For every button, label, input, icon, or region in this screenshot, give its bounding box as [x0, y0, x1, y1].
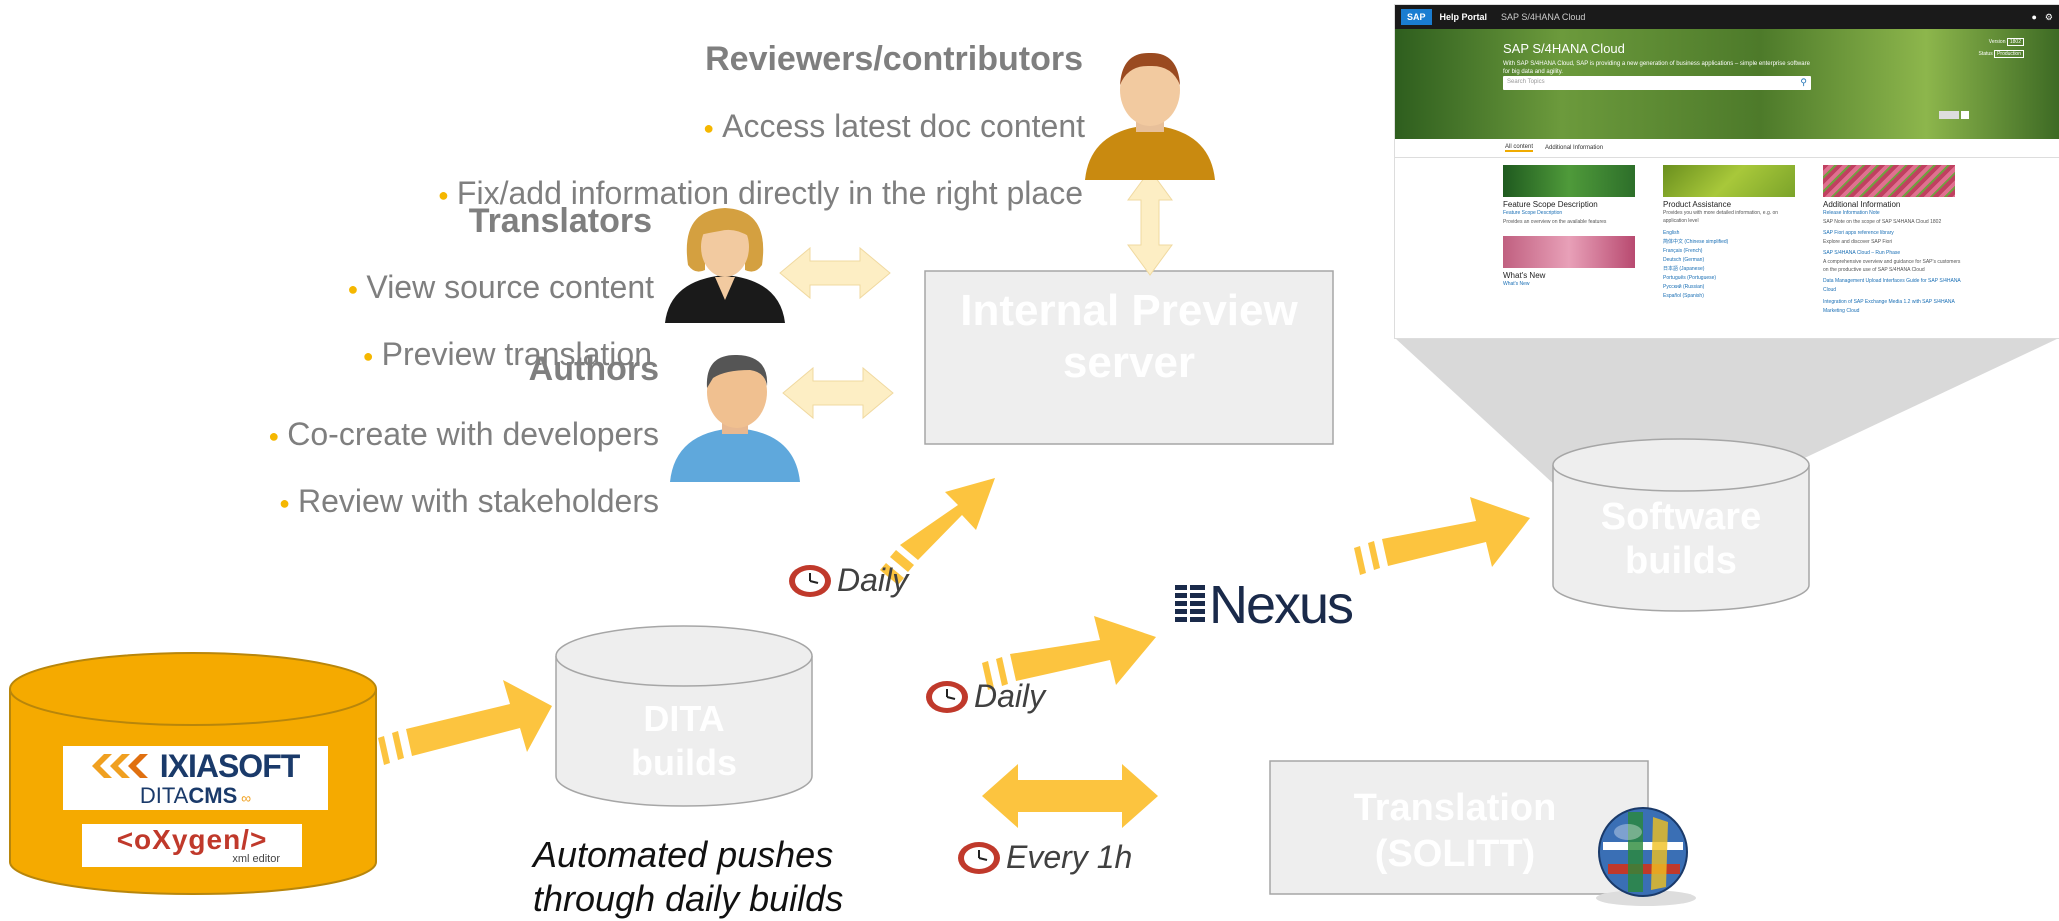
card-heading: Additional Information	[1823, 200, 1901, 209]
dita-to-preview-arrow	[880, 478, 995, 585]
language-link[interactable]: 简体中文 (Chinese simplified)	[1663, 239, 1729, 245]
card-link[interactable]: SAP S/4HANA Cloud – Run Phase	[1823, 250, 1901, 256]
nexus-stack-icon	[1175, 585, 1205, 622]
translation-label: Translation (SOLITT)	[1353, 787, 1557, 875]
card-description: SAP Note on the scope of SAP S/4HANA Clo…	[1823, 219, 1942, 225]
language-link[interactable]: 日本語 (Japanese)	[1663, 266, 1705, 272]
help-portal-nav-title[interactable]: Help Portal	[1439, 12, 1488, 22]
language-link[interactable]: Português (Portuguese)	[1663, 275, 1717, 281]
card-description: Provides an overview on the available fe…	[1503, 219, 1607, 225]
card-description: A comprehensive overview and guidance fo…	[1823, 259, 1961, 273]
authors-bullet: ●Co-create with developers	[268, 416, 659, 452]
translator-preview-double-arrow	[779, 246, 891, 300]
authors-bullet: ●Review with stakeholders	[279, 483, 659, 519]
language-link[interactable]: Français (French)	[1663, 248, 1703, 254]
sap-logo: SAP	[1401, 9, 1432, 25]
hero-text: With SAP S/4HANA Cloud, SAP is providing…	[1503, 61, 1810, 75]
filter-icon[interactable]	[1961, 111, 1969, 119]
clock-icon	[958, 841, 1000, 874]
reviewer-preview-double-arrow	[1127, 169, 1173, 276]
repo-to-dita-arrow	[378, 680, 552, 765]
card-image-blossom	[1503, 236, 1635, 268]
card-image-leaves	[1663, 165, 1795, 197]
card-subheading: What's New	[1503, 271, 1546, 280]
card-heading: Product Assistance	[1663, 200, 1732, 209]
ixiasoft-mark-icon	[91, 754, 148, 778]
card-link[interactable]: Integration of SAP Exchange Media 1.2 wi…	[1823, 299, 1955, 314]
author-preview-double-arrow	[782, 366, 894, 420]
settings-icon[interactable]: ⚙	[2044, 11, 2053, 22]
view-toggle[interactable]	[1939, 111, 1959, 119]
translation-box	[1269, 760, 1649, 895]
tab-all-content[interactable]: All content	[1505, 144, 1534, 152]
reviewers-bullet: ●Fix/add information directly in the rig…	[438, 175, 1083, 211]
help-portal-hero: SAP S/4HANA Cloud With SAP S/4HANA Cloud…	[1395, 29, 2059, 139]
clock-icon	[926, 680, 968, 713]
preview-server-label: Internal Preview server	[960, 286, 1298, 387]
card-feature-scope: Feature Scope Description Feature Scope …	[1503, 165, 1643, 289]
card-link[interactable]: What's New	[1503, 281, 1530, 287]
author-avatar-icon	[670, 354, 800, 482]
daily-preview-label: Daily	[787, 562, 908, 599]
search-input[interactable]: Search Topics ⚲	[1503, 76, 1811, 90]
help-portal-topbar: SAP Help Portal SAP S/4HANA Cloud ● ⚙	[1395, 5, 2059, 29]
ixiasoft-logo: IXIASOFT DITACMS ∞	[63, 746, 328, 810]
help-portal-nav-product[interactable]: SAP S/4HANA Cloud	[1501, 12, 1586, 22]
language-link[interactable]: Deutsch (German)	[1663, 257, 1705, 263]
language-link[interactable]: Русский (Russian)	[1663, 284, 1705, 290]
preview-server-box	[924, 270, 1334, 445]
nexus-to-software-arrow	[1354, 497, 1530, 575]
language-link[interactable]: Español (Spanish)	[1663, 293, 1704, 299]
card-description: Explore and discover SAP Fiori	[1823, 239, 1893, 245]
card-heading: Feature Scope Description	[1503, 200, 1598, 209]
authors-heading: Authors	[528, 350, 659, 388]
software-builds-cylinder	[1552, 438, 1810, 612]
card-link[interactable]: Feature Scope Description	[1503, 210, 1563, 216]
translators-bullet: ●View source content	[347, 269, 654, 305]
dita-builds-cylinder	[555, 625, 813, 807]
software-builds-label: Software builds	[1600, 496, 1762, 582]
card-link[interactable]: Release Information Note	[1823, 210, 1880, 216]
card-link[interactable]: Data Management Upload Interfaces Guide …	[1823, 278, 1961, 293]
card-additional-information: Additional Information Release Informati…	[1823, 165, 1963, 316]
language-link[interactable]: English	[1663, 230, 1680, 236]
user-icon[interactable]: ●	[2031, 12, 2037, 22]
reviewers-heading: Reviewers/contributors	[705, 40, 1083, 78]
translators-heading: Translators	[468, 202, 652, 240]
clock-icon	[789, 564, 831, 597]
card-image-pattern	[1823, 165, 1955, 197]
reviewers-bullet: ●Access latest doc content	[703, 108, 1085, 144]
dita-builds-label: DITA builds	[631, 698, 737, 783]
tab-additional-information[interactable]: Additional Information	[1545, 145, 1604, 151]
globe-flags-icon	[1596, 807, 1696, 906]
card-product-assistance: Product Assistance Provides you with mor…	[1663, 165, 1803, 301]
help-portal-screenshot: SAP Help Portal SAP S/4HANA Cloud ● ⚙ SA…	[1395, 5, 2059, 338]
daily-nexus-label: Daily	[924, 678, 1045, 715]
translators-bullet: ●Preview translation	[362, 336, 652, 372]
help-portal-tabs: All content Additional Information	[1395, 139, 2059, 158]
search-icon[interactable]: ⚲	[1800, 77, 1807, 87]
status-selector[interactable]: Status Production	[1979, 50, 2024, 58]
translator-avatar-icon	[665, 208, 785, 323]
oxygen-logo: <oXygen/> xml editor	[82, 824, 302, 867]
reviewer-avatar-icon	[1085, 52, 1215, 180]
nexus-logo: Nexus	[1175, 578, 1354, 632]
dita-translation-double-arrow	[982, 764, 1158, 828]
card-link[interactable]: SAP Fiori apps reference library	[1823, 230, 1894, 236]
dita-to-nexus-arrow	[982, 616, 1156, 690]
card-image-forest	[1503, 165, 1635, 197]
version-selector[interactable]: Version 1802	[1989, 38, 2024, 46]
card-description: Provides you with more detailed informat…	[1663, 210, 1779, 224]
hero-title: SAP S/4HANA Cloud	[1503, 41, 1625, 56]
hourly-label: Every 1h	[956, 839, 1132, 876]
caption: Automated pushes through daily builds	[533, 834, 844, 919]
